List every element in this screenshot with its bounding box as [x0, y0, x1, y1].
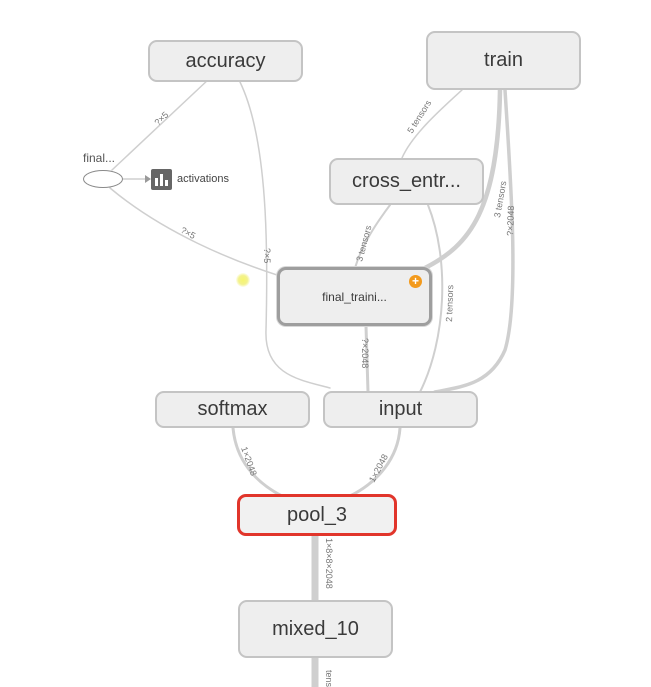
final-ellipse-label: final... — [83, 151, 116, 165]
edge-input-to-pool — [348, 426, 402, 498]
node-mixed-10[interactable]: mixed_10 — [238, 600, 393, 658]
final-ellipse-node[interactable] — [83, 170, 123, 188]
edge-final-to-training — [109, 187, 301, 283]
node-softmax[interactable]: softmax — [155, 391, 310, 428]
edge-cross-to-training — [354, 204, 391, 269]
edge-label-train-to-input: ?×2048 — [505, 205, 516, 236]
edge-label-accuracy-to-input: ?×5 — [262, 248, 272, 263]
activations-label: activations — [177, 173, 229, 185]
arrowhead-activations — [145, 175, 151, 183]
edge-training-to-input — [364, 324, 370, 394]
plus-circle-icon[interactable]: + — [409, 275, 422, 288]
node-input[interactable]: input — [323, 391, 478, 428]
edge-label-cross-to-input: 2 tensors — [444, 284, 455, 322]
edge-label-training-to-input: ?×2048 — [360, 338, 370, 368]
edge-label-train-to-cross: 5 tensors — [405, 98, 433, 135]
edge-label-input-to-pool: 1×2048 — [367, 452, 390, 483]
node-pool-3[interactable]: pool_3 — [237, 494, 397, 536]
edge-cross-to-input — [419, 204, 444, 393]
edge-accuracy-to-input — [239, 81, 331, 389]
edge-label-cross-to-training: 3 tensors — [354, 224, 373, 263]
edge-final-to-accuracy — [111, 77, 211, 171]
edge-label-final-to-accuracy: ?×5 — [152, 110, 170, 128]
node-train[interactable]: train — [426, 31, 581, 90]
cursor-highlight — [236, 273, 250, 287]
node-accuracy[interactable]: accuracy — [148, 40, 303, 82]
bar-chart-icon[interactable] — [151, 169, 172, 190]
edge-train-to-cross — [401, 89, 463, 159]
edge-training-to-train — [422, 87, 503, 271]
edge-softmax-to-pool — [231, 426, 284, 498]
node-final-training-label: final_traini... — [322, 289, 387, 304]
edge-label-pool-to-mixed: 1×8×8×2048 — [324, 538, 334, 589]
edge-train-to-input — [433, 88, 515, 394]
node-cross-entropy[interactable]: cross_entr... — [329, 158, 484, 205]
edge-label-final-to-training: ?×5 — [179, 225, 197, 241]
edge-label-mixed-below: tensors — [324, 670, 334, 687]
node-final-training[interactable]: final_traini... + — [277, 267, 432, 326]
